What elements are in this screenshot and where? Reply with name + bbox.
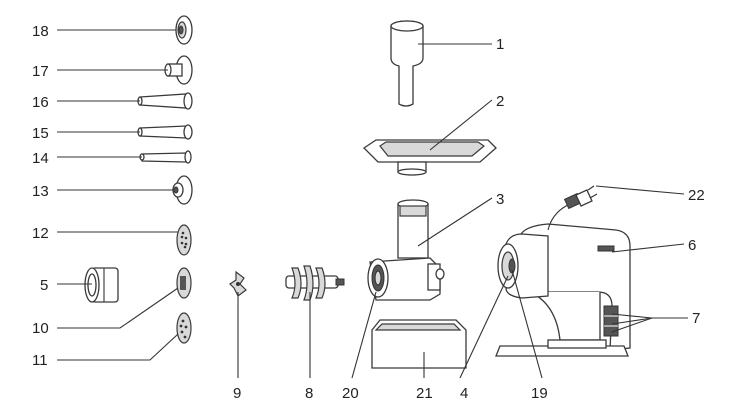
label-8: 8 xyxy=(305,385,313,402)
label-16: 16 xyxy=(32,94,49,111)
part-16-nozzle xyxy=(137,92,193,110)
part-21-container xyxy=(371,319,467,369)
label-13: 13 xyxy=(32,183,49,200)
label-1: 1 xyxy=(496,36,504,53)
part-8-auger xyxy=(285,265,345,301)
label-14: 14 xyxy=(32,150,49,167)
label-10: 10 xyxy=(32,320,49,337)
part-10-coarse-plate xyxy=(176,267,192,299)
label-11: 11 xyxy=(32,352,48,369)
part-13-disc xyxy=(172,175,193,205)
part-18-cover-disc xyxy=(175,15,193,45)
label-12: 12 xyxy=(32,225,49,242)
part-11-plate xyxy=(176,312,192,344)
label-17: 17 xyxy=(32,63,49,80)
label-3: 3 xyxy=(496,191,504,208)
part-3-grinder-head xyxy=(369,199,445,301)
part-14-nozzle xyxy=(139,150,192,164)
label-15: 15 xyxy=(32,125,49,142)
label-7: 7 xyxy=(692,310,700,327)
label-19: 19 xyxy=(531,385,548,402)
label-4: 4 xyxy=(460,385,468,402)
part-19-socket xyxy=(508,258,516,274)
part-9-blade xyxy=(229,270,247,297)
label-2: 2 xyxy=(496,93,504,110)
part-15-nozzle xyxy=(137,124,193,140)
part-22-power-cord xyxy=(547,185,598,231)
part-12-fine-plate xyxy=(176,224,192,256)
label-9: 9 xyxy=(233,385,241,402)
part-20-head-outlet xyxy=(367,258,389,298)
label-20: 20 xyxy=(342,385,359,402)
leader-lines xyxy=(57,29,688,379)
label-21: 21 xyxy=(416,385,433,402)
part-5-ring-nut xyxy=(84,267,119,303)
label-22: 22 xyxy=(688,187,705,204)
label-6: 6 xyxy=(688,237,696,254)
part-1-food-pusher xyxy=(390,20,424,107)
part-17-adapter xyxy=(164,55,193,85)
label-5: 5 xyxy=(40,277,48,294)
part-6-motor-unit xyxy=(495,223,631,357)
label-18: 18 xyxy=(32,23,49,40)
part-2-tray xyxy=(362,139,497,176)
